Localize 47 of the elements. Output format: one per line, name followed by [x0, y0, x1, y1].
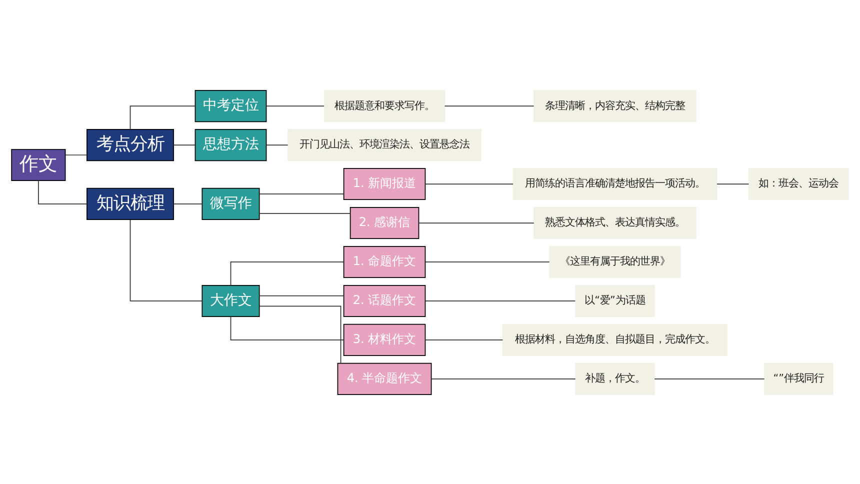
connector [130, 105, 196, 130]
connector [230, 316, 344, 340]
connector [173, 203, 202, 204]
connector [425, 261, 550, 262]
node-box: 《这里有属于我的世界》 [549, 245, 681, 278]
connector [259, 294, 344, 296]
node-box: “”伴我同行 [764, 362, 834, 394]
connector [444, 105, 534, 106]
connector [259, 193, 344, 194]
node-box: 用简练的语言准确清楚地报告一项活动。 [512, 168, 718, 200]
connector [425, 339, 504, 340]
node-box: 1. 命题作文 [343, 245, 426, 278]
node-box: 微写作 [202, 187, 260, 220]
node-box: 3. 材料作文 [343, 323, 426, 356]
connector [266, 105, 324, 106]
connector [425, 183, 514, 184]
node-box: 1. 新闻报道 [343, 168, 426, 200]
connector [259, 212, 351, 214]
node-box: 2. 感谢信 [350, 206, 420, 239]
node-box: 2. 话题作文 [343, 284, 426, 316]
connector [425, 300, 576, 301]
node-box: 熟悉文体格式、表达真情实感。 [534, 206, 696, 239]
connector [258, 305, 342, 364]
node-box: 作文 [11, 148, 66, 180]
connector [716, 183, 750, 184]
connector [65, 154, 88, 155]
node-box: 考点分析 [86, 128, 174, 161]
node-box: 补题，作文。 [575, 362, 655, 394]
node-box: 思想方法 [194, 128, 267, 161]
node-box: 根据材料，自选角度、自拟题目，完成作文。 [502, 323, 728, 356]
connector [38, 180, 88, 204]
connector [266, 144, 288, 145]
connector [130, 219, 202, 301]
node-box: 知识梳理 [86, 187, 174, 220]
node-box: 条理清晰，内容充实、结构完整 [534, 90, 696, 122]
node-box: 4. 半命题作文 [337, 362, 432, 394]
connector [173, 144, 196, 145]
connector [418, 222, 534, 223]
node-box: 根据题意和要求写作。 [324, 90, 446, 122]
node-box: 如：班会、运动会 [748, 168, 849, 200]
node-box: 大作文 [202, 284, 260, 316]
connector [431, 378, 576, 379]
node-box: 以“爱”为话题 [575, 284, 655, 316]
connector [654, 378, 765, 379]
connector [230, 261, 344, 286]
node-box: 中考定位 [194, 90, 267, 122]
node-box: 开门见山法、环境渲染法、设置悬念法 [288, 128, 482, 161]
